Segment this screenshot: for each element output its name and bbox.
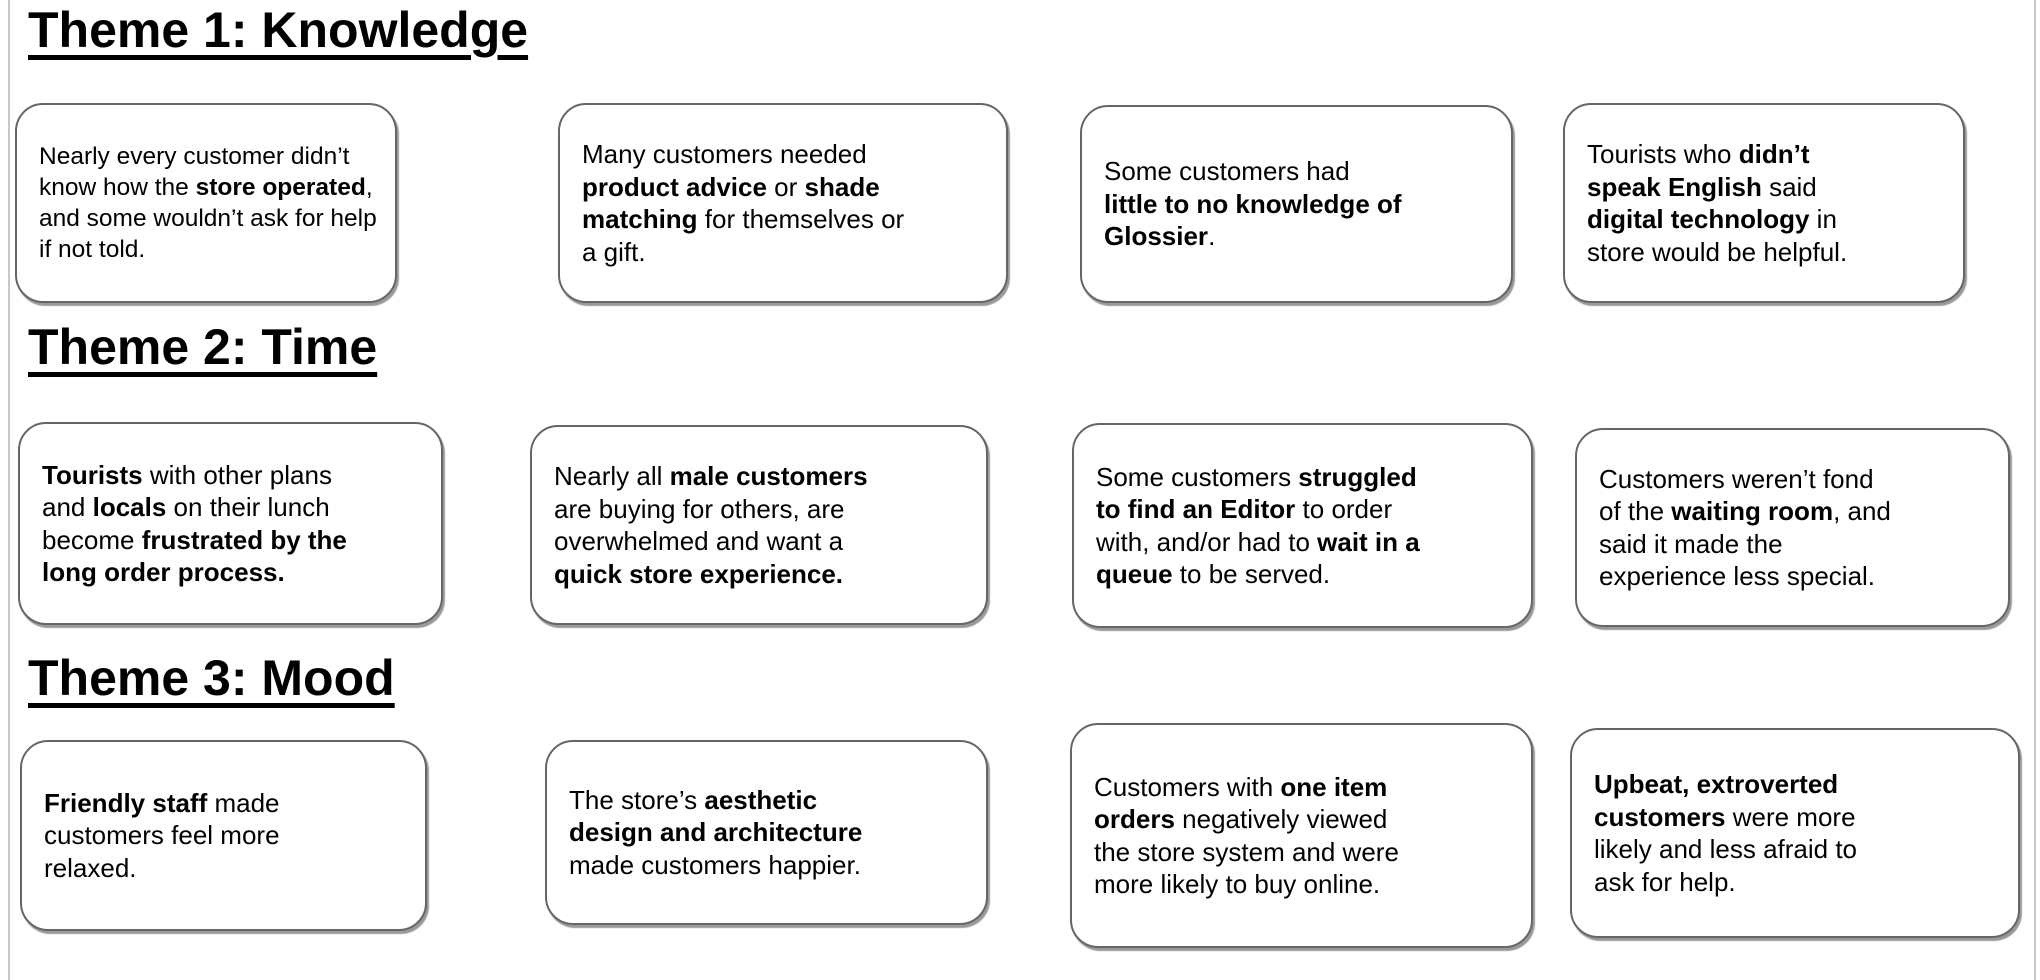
note-text: Customers weren’t fond of the waiting ro… bbox=[1599, 463, 1891, 592]
canvas-edge-right bbox=[2034, 0, 2036, 980]
note-theme2-card4[interactable]: Customers weren’t fond of the waiting ro… bbox=[1575, 428, 2010, 627]
note-theme2-card2[interactable]: Nearly all male customers are buying for… bbox=[530, 425, 988, 625]
note-text: Some customers struggled to find an Edit… bbox=[1096, 461, 1420, 590]
canvas-edge-left bbox=[8, 0, 10, 980]
note-text: The store’s aesthetic design and archite… bbox=[569, 784, 863, 880]
note-theme1-card1[interactable]: Nearly every customer didn’t know how th… bbox=[15, 103, 397, 303]
note-theme3-card4[interactable]: Upbeat, extroverted customers were more … bbox=[1570, 728, 2020, 938]
note-text: Nearly all male customers are buying for… bbox=[554, 461, 868, 589]
note-theme2-card3[interactable]: Some customers struggled to find an Edit… bbox=[1072, 423, 1533, 628]
note-theme3-card2[interactable]: The store’s aesthetic design and archite… bbox=[545, 740, 988, 925]
note-theme1-card3[interactable]: Some customers had little to no knowledg… bbox=[1080, 105, 1513, 303]
note-theme3-card3[interactable]: Customers with one item orders negativel… bbox=[1070, 723, 1533, 948]
note-text: Tourists with other plans and locals on … bbox=[42, 459, 347, 588]
note-theme2-card1[interactable]: Tourists with other plans and locals on … bbox=[18, 422, 443, 625]
note-text: Nearly every customer didn’t know how th… bbox=[39, 143, 377, 263]
note-theme1-card4[interactable]: Tourists who didn’t speak English said d… bbox=[1563, 103, 1965, 303]
note-text: Many customers needed product advice or … bbox=[582, 139, 905, 267]
note-text: Some customers had little to no knowledg… bbox=[1104, 156, 1402, 252]
note-text: Tourists who didn’t speak English said d… bbox=[1587, 139, 1848, 267]
note-theme3-card1[interactable]: Friendly staff made customers feel more … bbox=[20, 740, 427, 931]
note-theme1-card2[interactable]: Many customers needed product advice or … bbox=[558, 103, 1008, 303]
theme-3-heading: Theme 3: Mood bbox=[28, 650, 395, 706]
theme-1-heading: Theme 1: Knowledge bbox=[28, 2, 529, 58]
note-text: Friendly staff made customers feel more … bbox=[44, 787, 280, 883]
note-text: Upbeat, extroverted customers were more … bbox=[1594, 769, 1858, 897]
theme-2-heading: Theme 2: Time bbox=[28, 319, 378, 375]
note-text: Customers with one item orders negativel… bbox=[1094, 771, 1399, 900]
